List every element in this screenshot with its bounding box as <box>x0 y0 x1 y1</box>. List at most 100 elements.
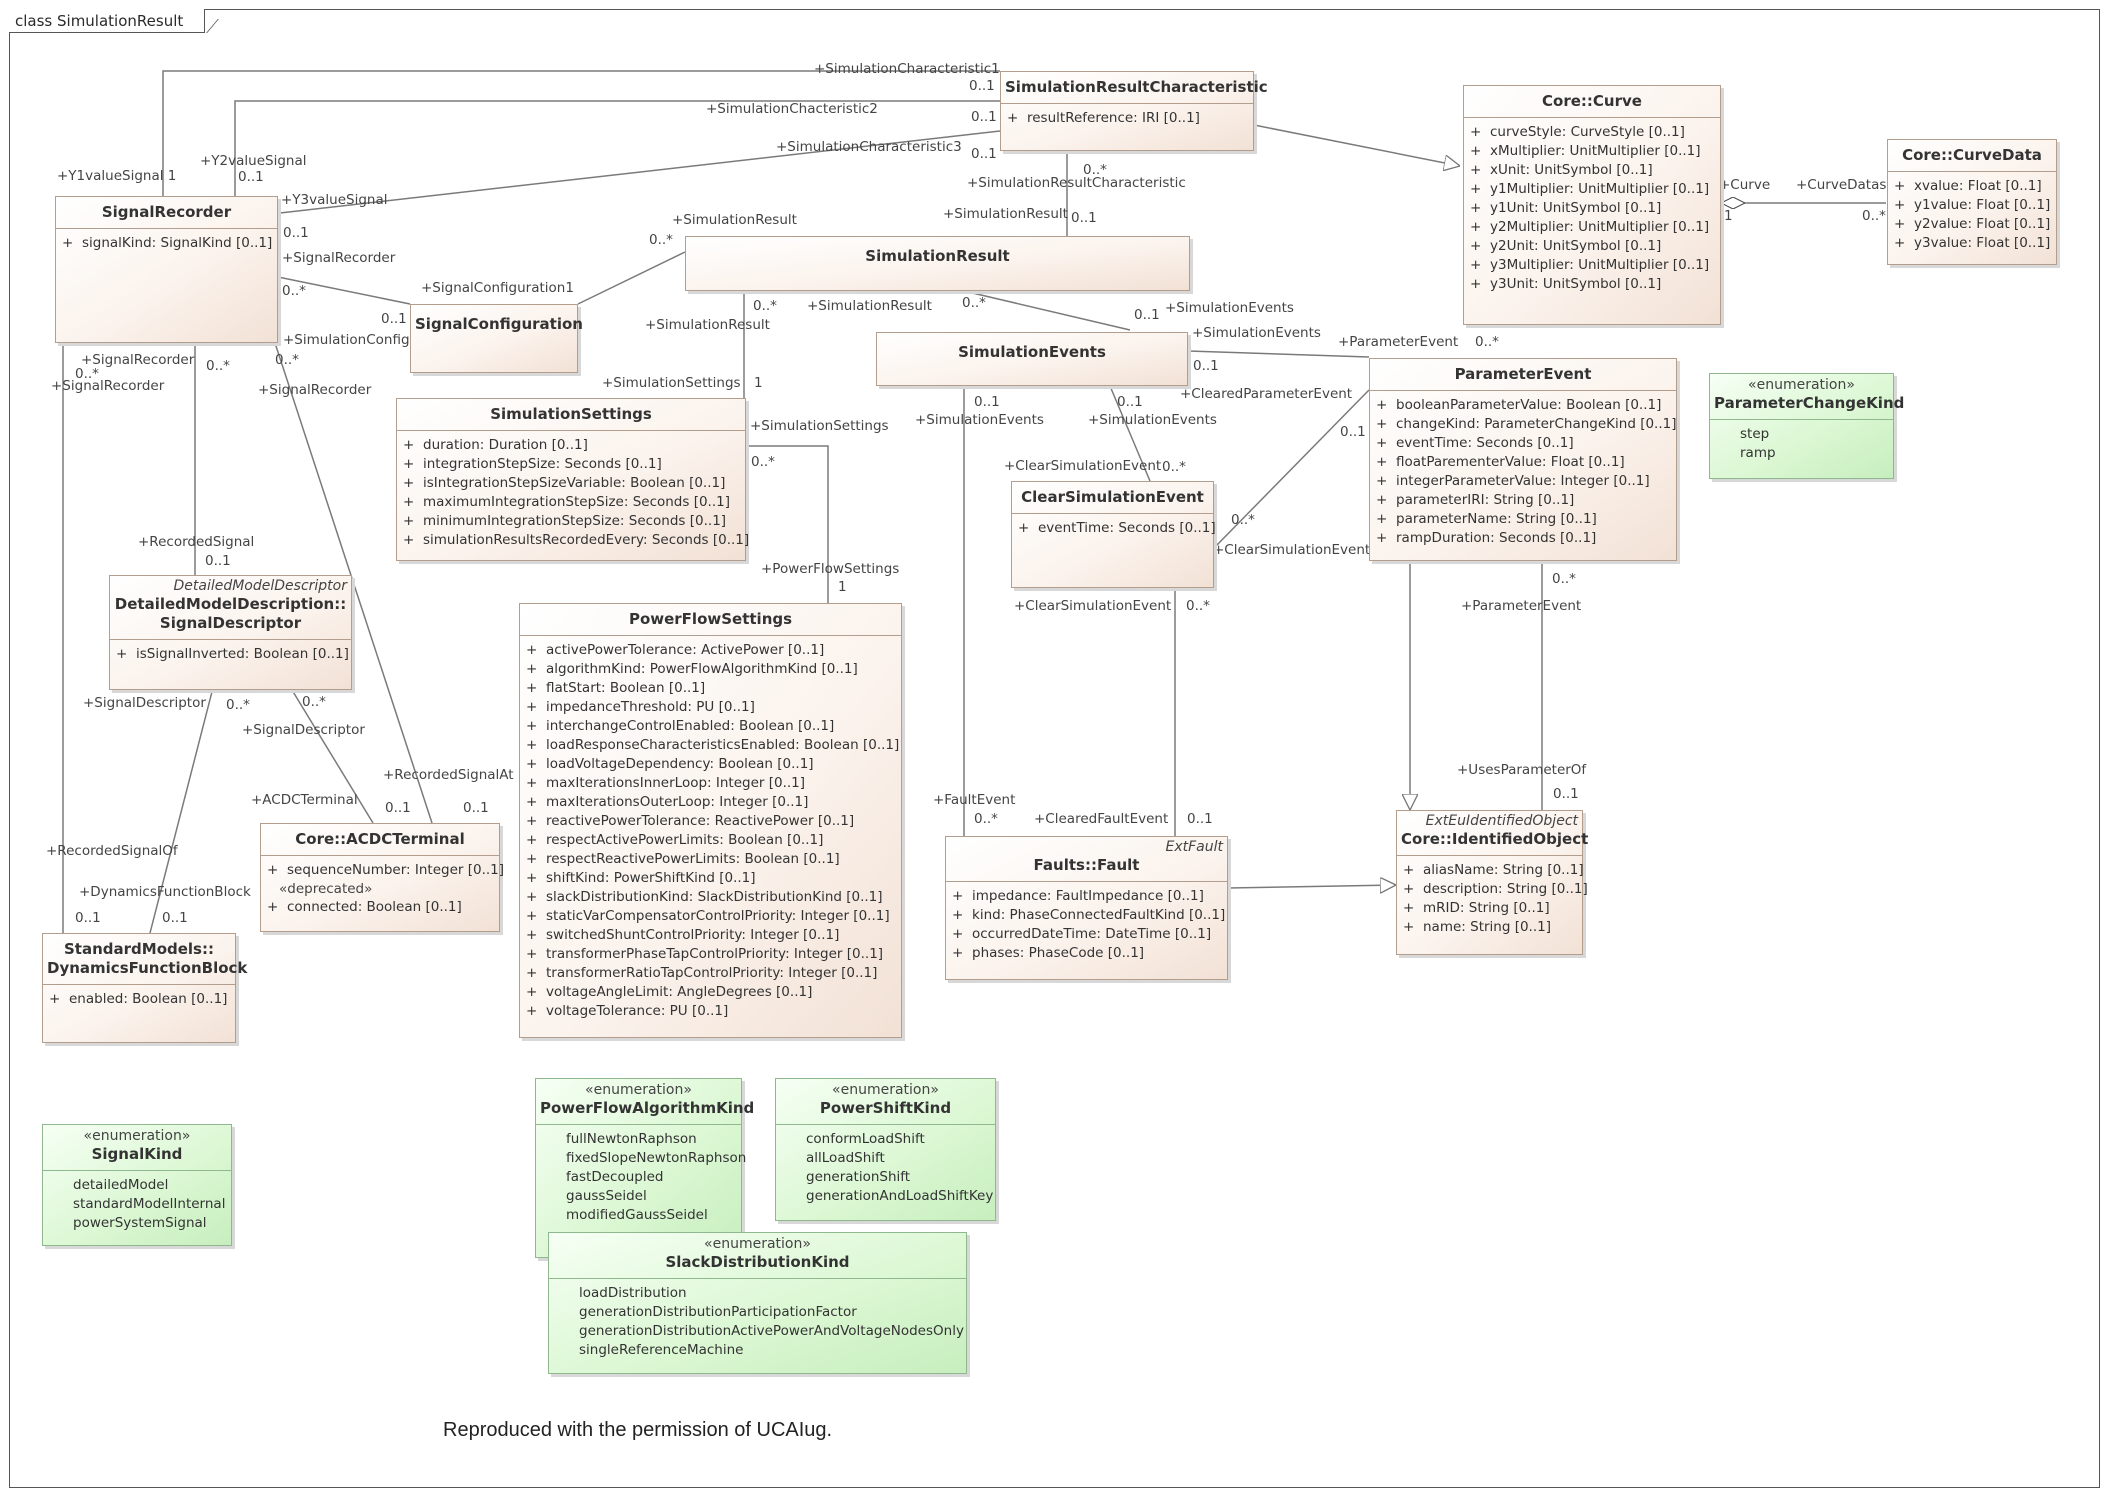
attribute: +sequenceNumber: Integer [0..1] <box>267 862 505 878</box>
frame-title: class SimulationResult <box>9 9 205 33</box>
role-label: +ClearedParameterEvent <box>1180 386 1353 402</box>
class-core-identified-object[interactable]: ExtEuIdentifiedObject Core::IdentifiedOb… <box>1396 810 1588 955</box>
multiplicity: 0..1 <box>205 553 231 569</box>
enum-power-shift-kind[interactable]: «enumeration» PowerShiftKind conformLoad… <box>775 1078 996 1221</box>
attribute: +xvalue: Float [0..1] <box>1894 178 2042 194</box>
role-label: +UsesParameterOf <box>1457 762 1587 778</box>
class-simulation-result-characteristic[interactable]: SimulationResultCharacteristic +resultRe… <box>1000 71 1268 151</box>
attribute: +resultReference: IRI [0..1] <box>1007 110 1200 126</box>
class-simulation-events[interactable]: SimulationEvents <box>876 332 1188 386</box>
class-simulation-settings[interactable]: SimulationSettings +duration: Duration [… <box>396 398 749 561</box>
attribute: +maxIterationsInnerLoop: Integer [0..1] <box>526 775 806 791</box>
enum-literal: gaussSeidel <box>566 1188 647 1204</box>
multiplicity: 0..* <box>75 366 99 382</box>
multiplicity: 0..* <box>649 232 673 248</box>
enum-name: ParameterChangeKind <box>1714 394 1905 412</box>
role-label: +SimulationResult <box>807 298 932 314</box>
assoc-settings-powerflow <box>746 445 829 603</box>
role-label: +SignalRecorder <box>282 250 396 266</box>
role-label: +RecordedSignalAt <box>383 767 514 783</box>
attribute: +xMultiplier: UnitMultiplier [0..1] <box>1470 143 1701 159</box>
assoc-char1 <box>162 70 1000 196</box>
attribute: +interchangeControlEnabled: Boolean [0..… <box>526 718 835 734</box>
attribute: +description: String [0..1] <box>1403 881 1588 897</box>
class-simulation-result[interactable]: SimulationResult <box>685 236 1190 291</box>
class-signal-recorder[interactable]: SignalRecorder +signalKind: SignalKind [… <box>55 196 278 343</box>
enum-literal: generationDistributionParticipationFacto… <box>579 1304 857 1320</box>
assoc-descriptor-terminal <box>291 689 374 824</box>
attribute: +booleanParameterValue: Boolean [0..1] <box>1376 397 1662 413</box>
attribute: +signalKind: SignalKind [0..1] <box>62 235 273 251</box>
attribute: +eventTime: Seconds [0..1] <box>1376 435 1574 451</box>
class-signal-descriptor[interactable]: DetailedModelDescriptor DetailedModelDes… <box>109 575 352 690</box>
role-label: +RecordedSignalOf <box>46 843 178 859</box>
enum-literal: ramp <box>1740 445 1776 461</box>
attribute: +y1value: Float [0..1] <box>1894 197 2051 213</box>
attribute: +transformerRatioTapControlPriority: Int… <box>526 965 878 981</box>
attribute: +voltageAngleLimit: AngleDegrees [0..1] <box>526 984 813 1000</box>
role-label: +SimulationEvents <box>1088 412 1217 428</box>
multiplicity: 0..* <box>282 283 306 299</box>
class-name-line1: DetailedModelDescription:: <box>114 595 347 613</box>
role-label: +Y3valueSignal <box>281 192 388 208</box>
role-label: +SignalRecorder <box>81 352 195 368</box>
class-parameter-event[interactable]: ParameterEvent +booleanParameterValue: B… <box>1369 358 1677 561</box>
attribute: +y3value: Float [0..1] <box>1894 235 2051 251</box>
enum-power-flow-algorithm-kind[interactable]: «enumeration» PowerFlowAlgorithmKind ful… <box>535 1078 754 1258</box>
deprecated-section: «deprecated» <box>279 881 373 897</box>
class-name: SignalRecorder <box>101 203 232 221</box>
enum-literal: conformLoadShift <box>806 1131 925 1147</box>
attribute: +maximumIntegrationStepSize: Seconds [0.… <box>403 494 730 510</box>
multiplicity: 0..1 <box>1553 786 1579 802</box>
multiplicity: 0..* <box>275 352 299 368</box>
class-faults-fault[interactable]: ExtFault Faults::Fault +impedance: Fault… <box>945 836 1228 980</box>
attribute: +kind: PhaseConnectedFaultKind [0..1] <box>952 907 1226 923</box>
multiplicity: 0..* <box>1231 512 1255 528</box>
class-dynamics-function-block[interactable]: StandardModels:: DynamicsFunctionBlock +… <box>42 933 247 1043</box>
role-label: +Y1valueSignal 1 <box>57 168 177 184</box>
multiplicity: 0..1 <box>238 169 264 185</box>
multiplicity: 0..1 <box>283 225 309 241</box>
class-power-flow-settings[interactable]: PowerFlowSettings +activePowerTolerance:… <box>519 603 902 1038</box>
enum-literal: fullNewtonRaphson <box>566 1131 697 1147</box>
class-signal-configuration[interactable]: SignalConfiguration <box>410 304 583 373</box>
multiplicity: 0..1 <box>385 800 411 816</box>
enum-signal-kind[interactable]: «enumeration» SignalKind detailedModel s… <box>42 1124 232 1246</box>
attribute: +reactivePowerTolerance: ReactivePower [… <box>526 813 855 829</box>
attribute: +y1Multiplier: UnitMultiplier [0..1] <box>1470 181 1710 197</box>
role-label: +ClearSimulationEvent <box>1004 458 1162 474</box>
class-core-curve[interactable]: Core::Curve +curveStyle: CurveStyle [0..… <box>1463 85 1721 325</box>
class-core-curve-data[interactable]: Core::CurveData +xvalue: Float [0..1] +y… <box>1887 139 2057 265</box>
enum-literal: allLoadShift <box>806 1150 885 1166</box>
attribute: +respectActivePowerLimits: Boolean [0..1… <box>526 832 824 848</box>
role-label: +FaultEvent <box>933 792 1016 808</box>
multiplicity: 0..1 <box>969 78 995 94</box>
attribute: +minimumIntegrationStepSize: Seconds [0.… <box>403 513 727 529</box>
class-name: ClearSimulationEvent <box>1021 488 1204 506</box>
attribute: +algorithmKind: PowerFlowAlgorithmKind [… <box>526 661 858 677</box>
attribute: +duration: Duration [0..1] <box>403 437 588 453</box>
class-name: ParameterEvent <box>1454 365 1592 383</box>
class-clear-simulation-event[interactable]: ClearSimulationEvent +eventTime: Seconds… <box>1011 481 1216 588</box>
role-label: +RecordedSignal <box>138 534 255 550</box>
class-name-line1: StandardModels:: <box>64 940 214 958</box>
role-label: +SignalDescriptor <box>242 722 365 738</box>
attribute: +isIntegrationStepSizeVariable: Boolean … <box>403 475 726 491</box>
multiplicity: 1 <box>754 375 763 391</box>
attribute: +impedance: FaultImpedance [0..1] <box>952 888 1204 904</box>
role-label: +ClearSimulationEvent <box>1014 598 1172 614</box>
class-core-acdc-terminal[interactable]: Core::ACDCTerminal +sequenceNumber: Inte… <box>260 823 505 932</box>
role-label: +Y2valueSignal <box>200 153 307 169</box>
enum-parameter-change-kind[interactable]: «enumeration» ParameterChangeKind step r… <box>1709 373 1905 479</box>
multiplicity: 0..1 <box>1071 210 1097 226</box>
role-label: +ClearedFaultEvent <box>1034 811 1169 827</box>
role-label: +ACDCTerminal <box>251 792 358 808</box>
enum-slack-distribution-kind[interactable]: «enumeration» SlackDistributionKind load… <box>548 1232 967 1374</box>
multiplicity: 1 <box>1724 208 1733 224</box>
role-label: +Curve <box>1719 177 1771 193</box>
multiplicity: 0..* <box>1083 162 1107 178</box>
role-label: +ParameterEvent <box>1461 598 1582 614</box>
multiplicity: 0..* <box>1862 208 1886 224</box>
role-label: +DynamicsFunctionBlock <box>79 884 251 900</box>
